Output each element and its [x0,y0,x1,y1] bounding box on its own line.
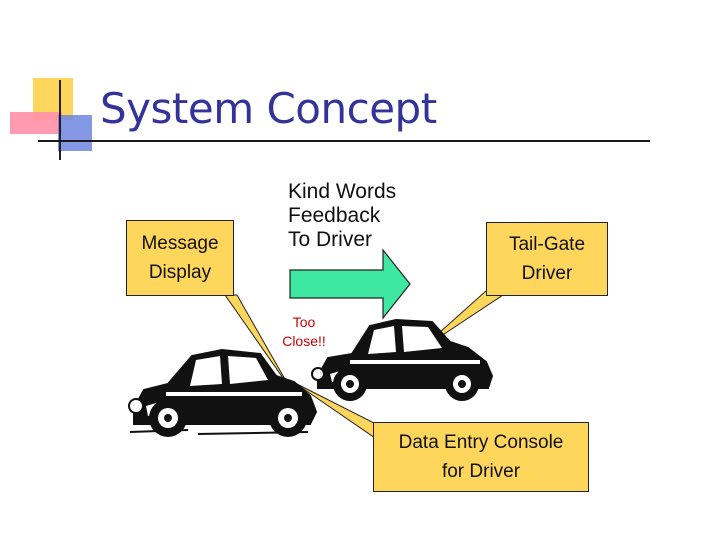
slide-title: System Concept [100,84,437,133]
tailgate-driver-label: Tail-Gate Driver [508,234,586,284]
tailgate-driver-box: Tail-Gate Driver [486,222,608,296]
feedback-arrow-icon [289,248,411,320]
title-rule [38,140,650,142]
message-display-box: Message Display [126,220,234,296]
console-box: Data Entry Console for Driver [373,422,589,492]
blue-square-icon [58,115,92,151]
warning-label: Too Close!! [282,314,326,349]
console-label: Data Entry Console for Driver [398,432,564,482]
car-icon [311,318,494,401]
pink-bar-icon [10,112,62,134]
car-icon [128,348,318,437]
message-display-label: Message Display [141,233,219,283]
feedback-label: Kind Words Feedback To Driver [288,180,397,251]
